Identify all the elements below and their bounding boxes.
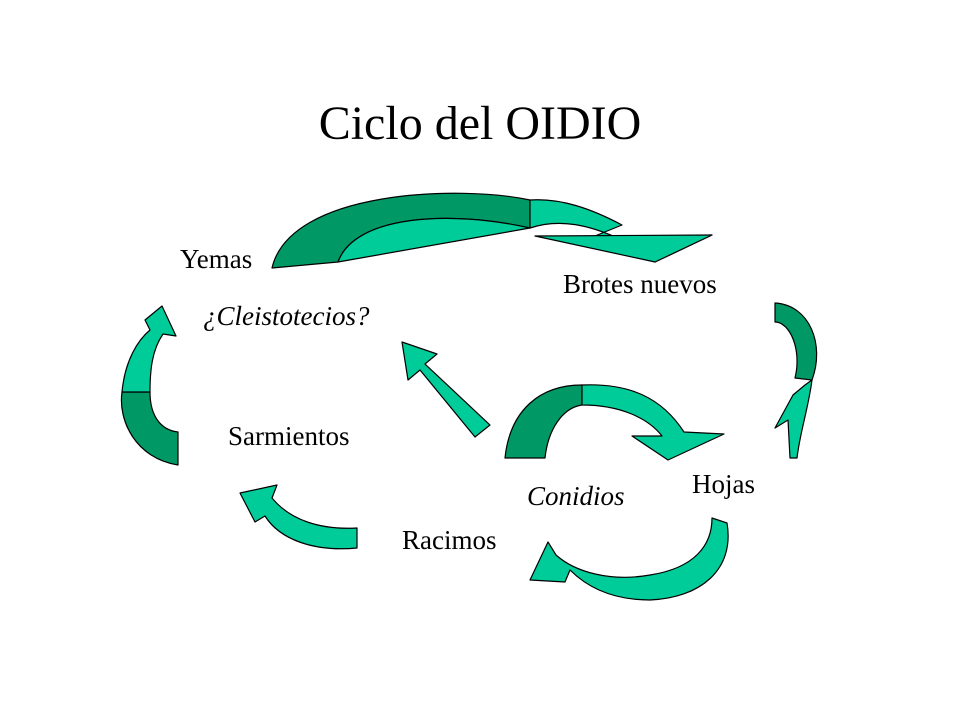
arrow-band-dark <box>774 302 818 381</box>
arrow-band-light <box>239 484 358 550</box>
arrow-sarmientos-to-yemas <box>120 305 179 466</box>
arrow-band-light <box>121 305 177 393</box>
diagram-title: Ciclo del OIDIO <box>318 97 642 150</box>
arrow-racimos-to-sarmientos <box>239 484 358 550</box>
arrow-conidios-to-cleistotecios <box>401 341 491 438</box>
label-sarmientos: Sarmientos <box>228 421 350 451</box>
label-conidios: Conidios <box>527 481 625 511</box>
arrow-head <box>534 234 713 263</box>
arrow-straight <box>401 341 491 438</box>
arrow-band-light <box>529 517 729 601</box>
label-brotes-nuevos: Brotes nuevos <box>563 269 717 299</box>
arrow-conidios-to-hojas <box>504 384 725 461</box>
arrow-band-light <box>581 384 725 461</box>
arrow-band-light <box>337 199 713 263</box>
label-hojas: Hojas <box>692 469 755 499</box>
label-racimos: Racimos <box>402 525 497 555</box>
label-yemas: Yemas <box>180 244 253 274</box>
arrow-yemas-to-brotes <box>271 192 713 269</box>
arrow-hojas-to-racimos <box>529 517 729 601</box>
arrow-brotes-to-hojas <box>774 302 818 459</box>
arrow-band-dark <box>120 391 179 466</box>
arrow-band-dark <box>504 384 583 459</box>
label-cleistotecios: ¿Cleistotecios? <box>203 301 370 331</box>
arrow-band-light <box>774 379 813 459</box>
